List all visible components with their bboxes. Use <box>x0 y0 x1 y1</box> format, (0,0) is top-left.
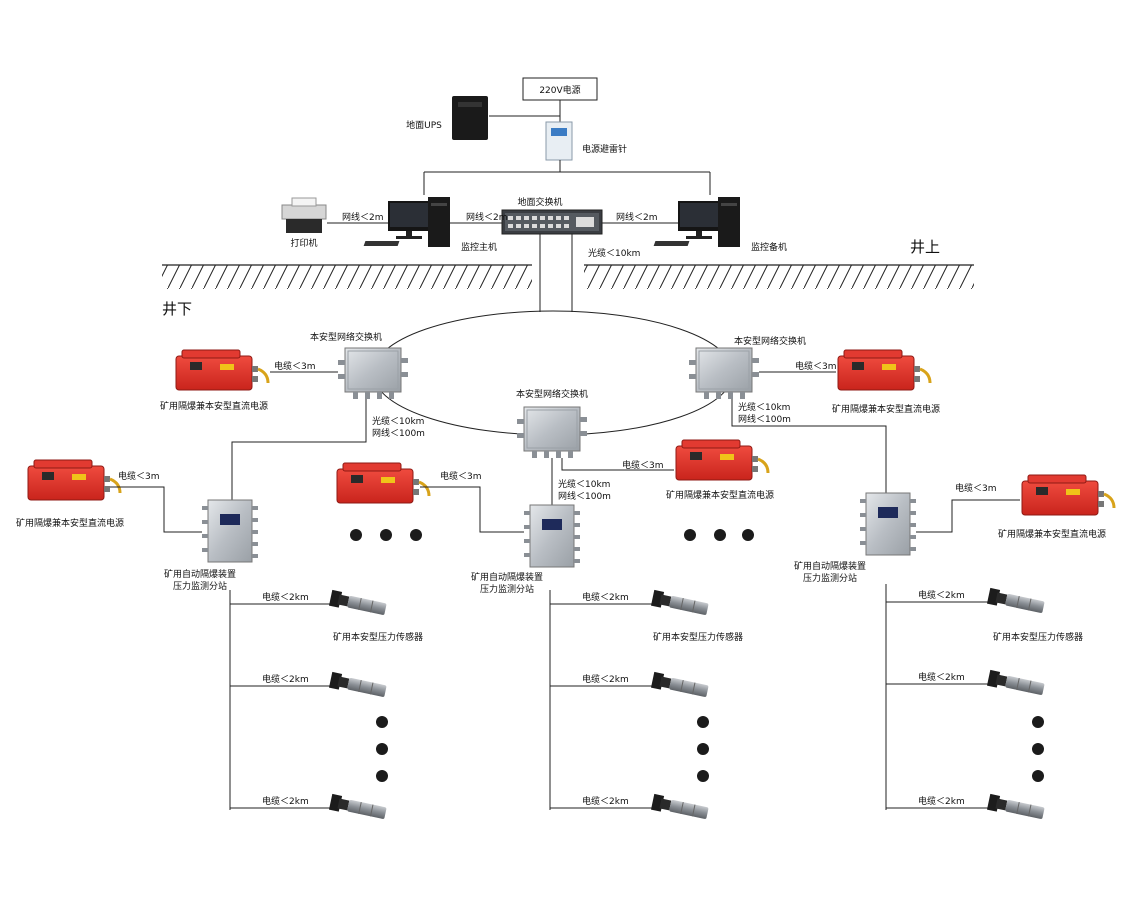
more-dots-2 <box>684 529 754 541</box>
substation-1-line2: 压力监测分站 <box>173 580 227 592</box>
power-supply-5-icon <box>335 461 431 505</box>
ring-switch-3-label: 本安型网络交换机 <box>516 388 588 400</box>
ring-switch-1-label: 本安型网络交换机 <box>310 331 382 343</box>
lightning-arrester-label: 电源避雷针 <box>582 143 627 155</box>
printer-label: 打印机 <box>290 237 317 249</box>
substation-1-line1: 矿用自动隔爆装置 <box>164 568 236 580</box>
cable-backup-label: 网线＜2m <box>616 211 658 223</box>
sensor-label-c1: 矿用本安型压力传感器 <box>333 631 423 643</box>
more-dots-c3 <box>1032 716 1044 782</box>
monitor-backup-label: 监控备机 <box>751 241 787 253</box>
sensor-cable-c2-1: 电缆＜2km <box>582 591 629 603</box>
substation-2-line1: 矿用自动隔爆装置 <box>471 571 543 583</box>
link-2-net: 网线＜100m <box>558 490 611 502</box>
pressure-sensor-c3-2 <box>986 669 1046 698</box>
power-supply-6-label: 矿用隔爆兼本安型直流电源 <box>998 528 1106 540</box>
below-ground-label: 井下 <box>162 300 192 318</box>
cable-host-label: 网线＜2m <box>466 211 508 223</box>
link-1-net: 网线＜100m <box>372 427 425 439</box>
sensor-label-c2: 矿用本安型压力传感器 <box>653 631 743 643</box>
pressure-sensor-c2-2 <box>650 671 710 700</box>
substation-2-line2: 压力监测分站 <box>480 583 534 595</box>
substation-3-line2: 压力监测分站 <box>803 572 857 584</box>
substation-1-icon <box>201 499 259 563</box>
substation-3-line1: 矿用自动隔爆装置 <box>794 560 866 572</box>
ups-label: 地面UPS <box>406 119 442 131</box>
pressure-sensor-c3-3 <box>986 793 1046 822</box>
power-supply-6-icon <box>1020 473 1116 517</box>
fiber-uplink-label: 光缆＜10km <box>588 247 640 259</box>
power-supply-1-icon <box>174 348 270 392</box>
sensor-label-c3: 矿用本安型压力传感器 <box>993 631 1083 643</box>
power-supply-4-icon <box>26 458 122 502</box>
power-supply-2-label: 矿用隔爆兼本安型直流电源 <box>832 403 940 415</box>
power-supply-5-cable: 电缆＜3m <box>440 470 482 482</box>
substation-2-icon <box>523 504 581 568</box>
power-supply-3-label: 矿用隔爆兼本安型直流电源 <box>666 489 774 501</box>
power-supply-6-cable: 电缆＜3m <box>955 482 997 494</box>
power-supply-1-cable: 电缆＜3m <box>274 360 316 372</box>
link-3-net: 网线＜100m <box>738 413 791 425</box>
ring-switch-2-label: 本安型网络交换机 <box>734 335 806 347</box>
pressure-sensor-c1-1 <box>328 589 388 618</box>
sensor-cable-c2-3: 电缆＜2km <box>582 795 629 807</box>
power-supply-3-cable: 电缆＜3m <box>622 459 664 471</box>
link-2-fiber: 光缆＜10km <box>558 478 610 490</box>
ring-switch-1-icon <box>337 347 409 400</box>
monitor-host-label: 监控主机 <box>461 241 497 253</box>
pressure-sensor-c1-2 <box>328 671 388 700</box>
ground-surface-left <box>162 264 532 289</box>
link-3-fiber: 光缆＜10km <box>738 401 790 413</box>
power-supply-4-label: 矿用隔爆兼本安型直流电源 <box>16 517 124 529</box>
pressure-sensor-c2-1 <box>650 589 710 618</box>
sensor-cable-c1-2: 电缆＜2km <box>262 673 309 685</box>
ring-switch-3-icon <box>516 406 588 459</box>
power-supply-2-icon <box>836 348 932 392</box>
pressure-sensor-c1-3 <box>328 793 388 822</box>
power-supply-1-label: 矿用隔爆兼本安型直流电源 <box>160 400 268 412</box>
link-1-fiber: 光缆＜10km <box>372 415 424 427</box>
ground-switch-icon <box>501 209 603 235</box>
substation-3-icon <box>859 492 917 556</box>
cable-printer-label: 网线＜2m <box>342 211 384 223</box>
sensor-cable-c3-2: 电缆＜2km <box>918 671 965 683</box>
sensor-cable-c3-3: 电缆＜2km <box>918 795 965 807</box>
sensor-cable-c2-2: 电缆＜2km <box>582 673 629 685</box>
lightning-arrester-icon <box>545 121 573 161</box>
pressure-sensor-c3-1 <box>986 587 1046 616</box>
ground-surface-right <box>584 264 974 289</box>
more-dots-c1 <box>376 716 388 782</box>
pressure-sensor-c2-3 <box>650 793 710 822</box>
power-supply-2-cable: 电缆＜3m <box>795 360 837 372</box>
power-supply-4-cable: 电缆＜3m <box>118 470 160 482</box>
sensor-cable-c1-1: 电缆＜2km <box>262 591 309 603</box>
above-ground-label: 井上 <box>910 238 940 256</box>
printer-icon <box>281 197 327 233</box>
power-supply-3-icon <box>674 438 770 482</box>
sensor-cable-c1-3: 电缆＜2km <box>262 795 309 807</box>
sensor-cable-c3-1: 电缆＜2km <box>918 589 965 601</box>
ground-switch-label: 地面交换机 <box>517 196 562 208</box>
ring-switch-2-icon <box>688 347 760 400</box>
power-source-label: 220V电源 <box>539 84 580 96</box>
monitor-backup-icon <box>653 197 740 247</box>
more-dots-1 <box>350 529 422 541</box>
ups-icon <box>452 96 488 140</box>
more-dots-c2 <box>697 716 709 782</box>
